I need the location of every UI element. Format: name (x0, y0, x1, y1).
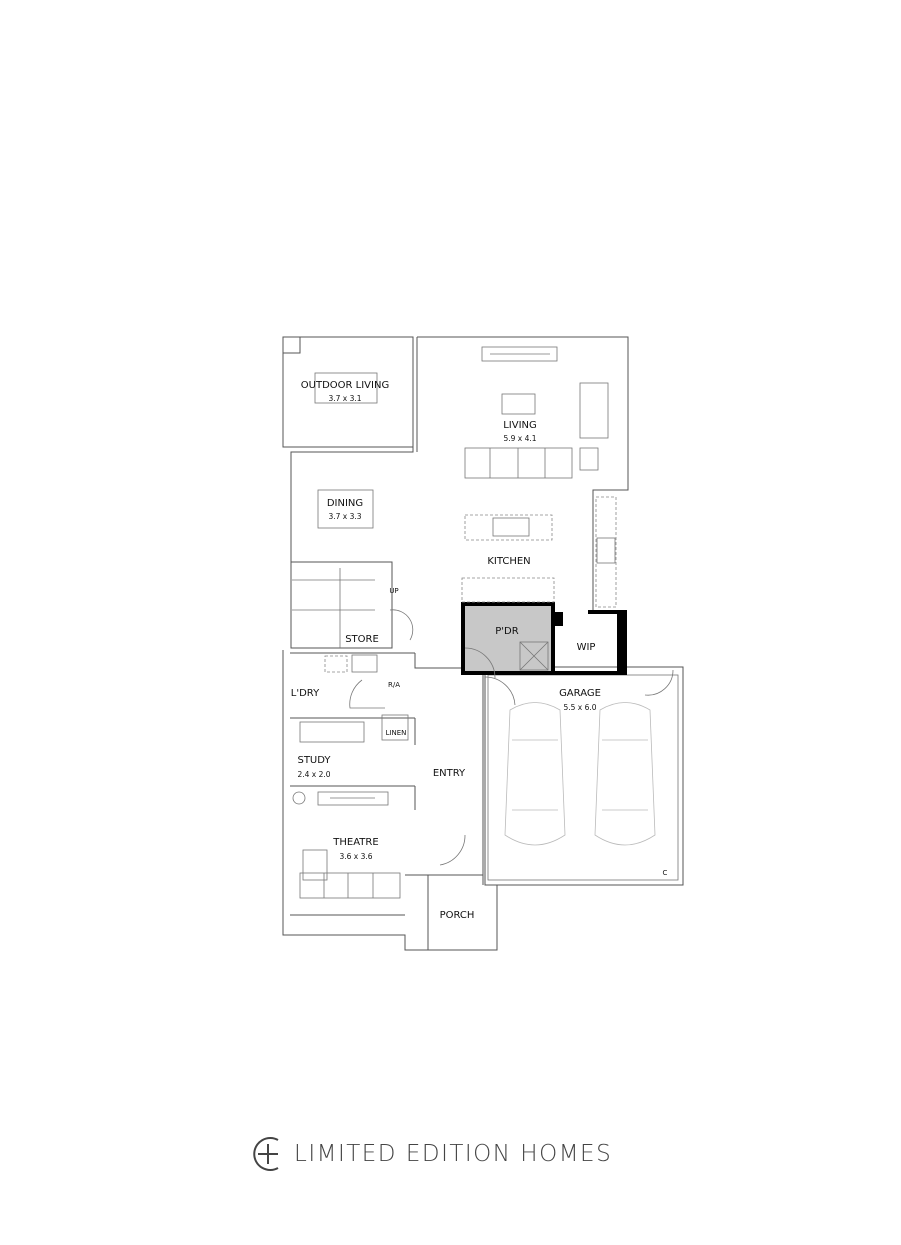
thick-walls (461, 602, 627, 675)
room-linen: LINEN (386, 729, 407, 737)
size-garage: 5.5 x 6.0 (563, 703, 596, 712)
size-dining: 3.7 x 3.3 (328, 512, 361, 521)
room-garage: GARAGE (559, 688, 601, 699)
brand-plus-circle-icon (253, 1137, 279, 1171)
room-store: STORE (345, 634, 379, 645)
room-labels: OUTDOOR LIVING 3.7 x 3.1 LIVING 5.9 x 4.… (291, 380, 668, 921)
room-study: STUDY (297, 755, 331, 766)
size-living: 5.9 x 4.1 (503, 434, 536, 443)
room-porch: PORCH (440, 910, 475, 921)
room-pdr: P'DR (495, 626, 518, 637)
room-outdoor-living: OUTDOOR LIVING (301, 380, 389, 391)
room-ldry: L'DRY (291, 688, 320, 699)
size-outdoor-living: 3.7 x 3.1 (328, 394, 361, 403)
room-ra: R/A (388, 681, 400, 689)
room-wip: WIP (577, 642, 596, 653)
room-kitchen: KITCHEN (487, 556, 530, 567)
stair-up-label: UP (389, 587, 398, 595)
cars (504, 702, 656, 846)
brand-logo: LIMITED EDITION HOMES (248, 1134, 658, 1174)
room-entry: ENTRY (433, 768, 466, 779)
room-living: LIVING (503, 420, 537, 431)
room-dining: DINING (327, 498, 363, 509)
pdr-highlight (465, 605, 553, 671)
walls (282, 336, 684, 951)
size-theatre: 3.6 x 3.6 (339, 852, 372, 861)
size-study: 2.4 x 2.0 (297, 770, 330, 779)
furniture (292, 346, 674, 899)
garage-mark: C (663, 869, 668, 877)
brand-name: LIMITED EDITION HOMES (294, 1141, 613, 1167)
room-theatre: THEATRE (332, 837, 378, 848)
